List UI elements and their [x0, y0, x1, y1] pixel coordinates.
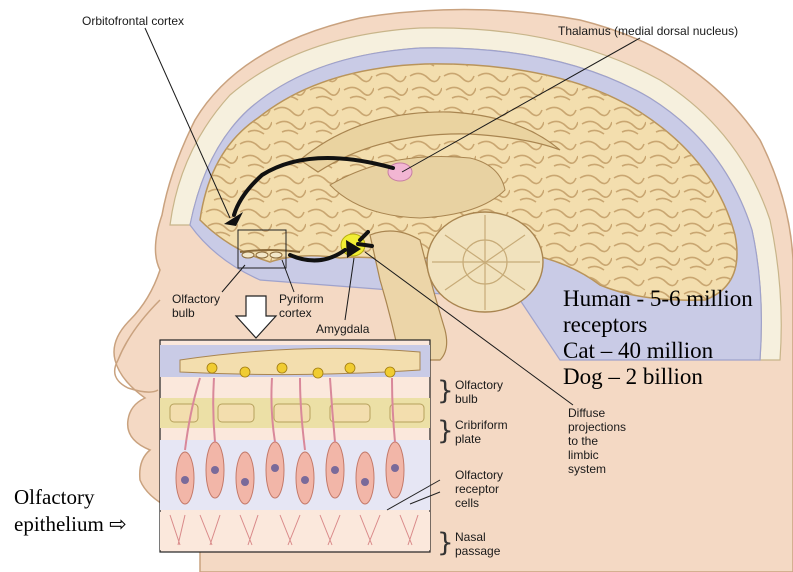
olfactory-bulb-small — [241, 251, 283, 259]
brace-cribriform: } — [437, 416, 454, 446]
brainstem — [369, 230, 448, 361]
inset-leaders — [386, 479, 441, 511]
nose-outline — [113, 299, 161, 393]
receptor-counts: Human - 5-6 million receptors Cat – 40 m… — [563, 286, 753, 390]
human-count: Human - 5-6 million — [563, 286, 753, 311]
zoom-box — [237, 229, 287, 269]
inset-panel — [159, 339, 431, 553]
dog-count: Dog – 2 billion — [563, 364, 703, 389]
cerebellum — [426, 211, 544, 313]
pathway-arrows — [232, 156, 395, 263]
orbitofrontal-cortex-label: Orbitofrontal cortex — [82, 14, 185, 28]
cat-count: Cat – 40 million — [563, 338, 714, 363]
human-count-cont: receptors — [563, 312, 648, 337]
zoom-arrow — [234, 295, 278, 339]
olfactory-epithelium-label: Olfactory epithelium ⇨ — [14, 485, 127, 536]
arrow-right-icon: ⇨ — [109, 512, 127, 536]
leader-lines — [144, 27, 641, 406]
arrowhead-amygdala — [346, 240, 361, 258]
diffuse-projections-label: Diffuse projections to the limbic system — [568, 406, 627, 476]
olfactory-tract — [239, 249, 301, 253]
thalamus-label: Thalamus (medial dorsal nucleus) — [558, 24, 739, 38]
brace-bulb: } — [437, 376, 454, 406]
diencephalon — [329, 156, 506, 219]
brace-nasal: } — [437, 528, 454, 558]
corpus-callosum — [298, 111, 561, 173]
arrowhead-orbitofrontal — [224, 212, 243, 226]
amygdala-label: Amygdala — [316, 322, 370, 336]
